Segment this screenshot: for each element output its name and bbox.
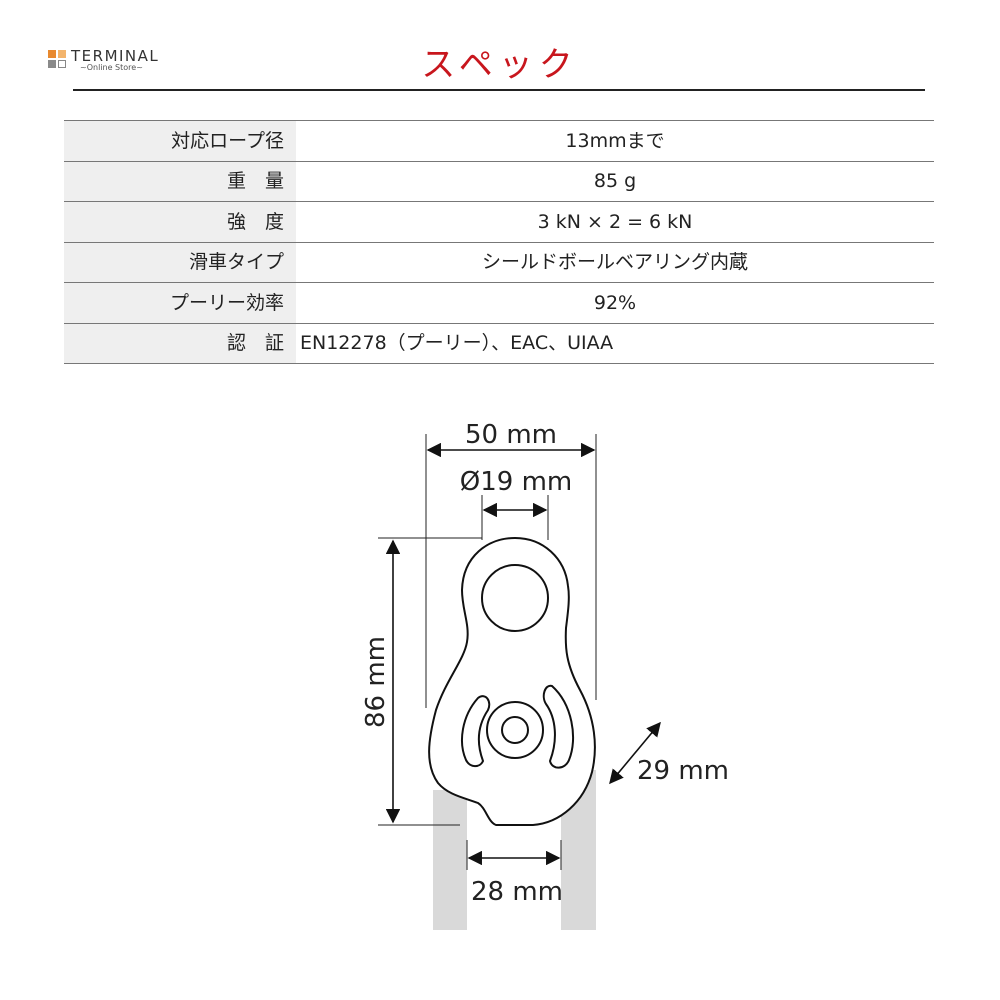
height-label: 86 mm	[361, 636, 391, 728]
logo-mark-icon	[48, 50, 68, 70]
title-divider	[73, 89, 925, 91]
thickness-arrow	[609, 721, 661, 785]
spec-value-certification: EN12278（プーリー）、EAC、UIAA	[296, 322, 934, 364]
bearing-inner	[501, 716, 529, 744]
hole-diameter-label: Ø19 mm	[460, 467, 572, 497]
spec-value-weight: 85 g	[296, 160, 934, 202]
thickness-label: 29 mm	[637, 756, 729, 786]
spec-label-strength: 強 度	[64, 201, 296, 242]
spec-label-efficiency: プーリー効率	[64, 282, 296, 323]
rope-spacing-label: 28 mm	[471, 877, 563, 907]
rope-left	[433, 790, 467, 930]
store-logo[interactable]: TERMINAL ~Online Store~	[48, 48, 178, 72]
spec-label-rope-diameter: 対応ロープ径	[64, 120, 296, 161]
spec-label-weight: 重 量	[64, 160, 296, 202]
left-slot	[461, 695, 491, 768]
logo-title: TERMINAL	[71, 47, 160, 65]
table-row: プーリー効率 92%	[64, 282, 934, 323]
table-row: 強 度 3 kN × 2 = 6 kN	[64, 201, 934, 242]
table-row: 認 証 EN12278（プーリー）、EAC、UIAA	[64, 322, 934, 364]
spec-label-certification: 認 証	[64, 322, 296, 364]
attachment-hole	[481, 564, 549, 632]
right-slot	[542, 684, 575, 769]
spec-value-pulley-type: シールドボールベアリング内蔵	[296, 241, 934, 283]
extension-lines	[378, 434, 597, 870]
table-row: 重 量 85 g	[64, 160, 934, 202]
spec-label-pulley-type: 滑車タイプ	[64, 241, 296, 283]
width-label: 50 mm	[465, 420, 557, 450]
spec-value-rope-diameter: 13mmまで	[296, 120, 934, 161]
table-row: 対応ロープ径 13mmまで	[64, 120, 934, 161]
page-title: スペック	[421, 45, 579, 85]
spec-table: 対応ロープ径 13mmまで 重 量 85 g 強 度 3 kN × 2 = 6 …	[64, 120, 934, 364]
table-row: 滑車タイプ シールドボールベアリング内蔵	[64, 241, 934, 283]
spec-value-efficiency: 92%	[296, 282, 934, 323]
logo-subtitle: ~Online Store~	[80, 63, 143, 72]
spec-value-strength: 3 kN × 2 = 6 kN	[296, 201, 934, 242]
